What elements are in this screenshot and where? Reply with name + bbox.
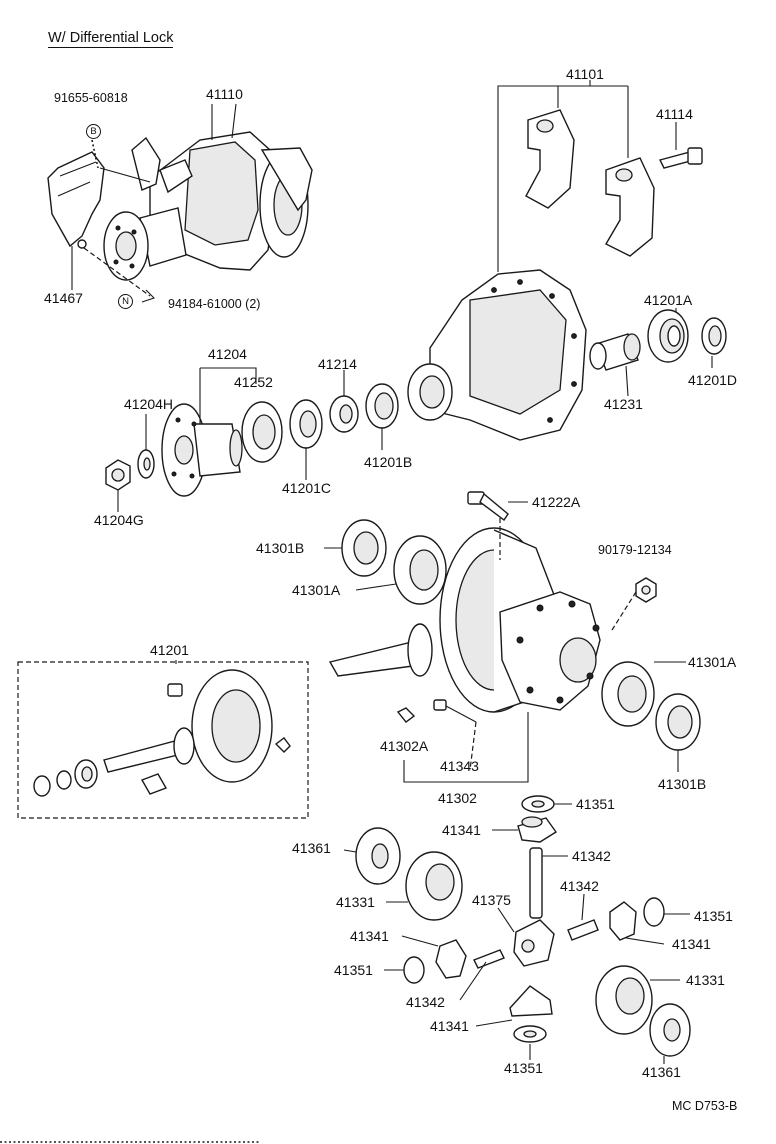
bearing-caps: [525, 109, 655, 257]
part-label-41252: 41252: [234, 374, 273, 390]
part-label-41302: 41302: [438, 790, 477, 806]
bolt-41343: [396, 699, 477, 723]
bearing-41201A: [647, 309, 689, 363]
side-gear-41331-right: [595, 965, 653, 1035]
part-label-41101: 41101: [566, 66, 604, 82]
ring-pinion-set-41201: [33, 669, 291, 797]
washer-41204H: [137, 449, 155, 479]
part-label-90179-12134: 90179-12134: [598, 543, 672, 557]
thrust-washer-41351-bottom: [513, 1025, 547, 1043]
bearing-41301-left: [341, 519, 447, 605]
nut-41204G: [105, 459, 131, 491]
bolt-marker-badge: B: [86, 122, 106, 139]
bolt-marker-icon: B: [86, 123, 101, 139]
pinion-41341-top: [517, 816, 558, 843]
part-label-41342-bottom: 41342: [406, 994, 445, 1010]
part-label-41204G: 41204G: [94, 512, 144, 528]
carrier-housing-41101: [407, 269, 587, 441]
bearing-41301-right: [601, 661, 701, 751]
part-label-41214: 41214: [318, 356, 357, 372]
part-label-41375: 41375: [472, 892, 511, 908]
pinion-41341-left: [435, 939, 467, 979]
bearing-race-41231: [589, 333, 641, 371]
part-label-41361-right: 41361: [642, 1064, 681, 1080]
ring-gear-and-case: [328, 527, 601, 713]
part-label-41204H: 41204H: [124, 396, 174, 412]
part-label-41301A-right: 41301A: [688, 654, 737, 670]
thrust-washer-41351-left: [403, 956, 425, 984]
part-label-41342-top: 41342: [572, 848, 611, 864]
nut-90179: [635, 577, 657, 603]
part-label-41341-top: 41341: [442, 822, 481, 838]
part-label-41301A-left: 41301A: [292, 582, 341, 598]
part-label-41110: 41110: [206, 86, 243, 102]
shaft-41342-vertical: [529, 847, 543, 919]
part-label-41201B: 41201B: [364, 454, 413, 470]
part-label-41351-top: 41351: [576, 796, 615, 812]
part-label-41343: 41343: [440, 758, 479, 774]
part-label-41361-left: 41361: [292, 840, 331, 856]
part-label-41301B-left: 41301B: [256, 540, 305, 556]
thrust-washer-41351-right: [643, 897, 665, 927]
shaft-41342-left: [473, 949, 505, 969]
side-gear-41331-left: [405, 851, 463, 921]
part-label-41302A: 41302A: [380, 738, 429, 754]
part-label-41201C: 41201C: [282, 480, 332, 496]
oil-seal-41252: [241, 401, 283, 463]
diagram-title: W/ Differential Lock: [48, 30, 174, 48]
part-label-41201: 41201: [150, 642, 189, 658]
part-label-41231: 41231: [604, 396, 643, 412]
part-label-41341-bottom: 41341: [430, 1018, 469, 1034]
part-label-91655-60818: 91655-60818: [54, 91, 128, 105]
seal-41201D: [701, 317, 727, 355]
part-label-41351-right: 41351: [694, 908, 733, 924]
part-label-94184-61000: 94184-61000 (2): [168, 297, 261, 311]
part-label-41351-left: 41351: [334, 962, 373, 978]
cross-block-41375: [513, 919, 555, 967]
thrust-washer-41351-top: [521, 795, 555, 813]
part-label-41201D: 41201D: [688, 372, 738, 388]
shaft-41342-right: [567, 919, 599, 941]
thrust-washer-41361-right: [649, 1003, 691, 1057]
ring-bolt-41222A: [467, 491, 509, 522]
part-label-41467: 41467: [44, 290, 83, 306]
part-label-41351-bottom: 41351: [504, 1060, 543, 1076]
part-label-41341-left: 41341: [350, 928, 389, 944]
part-label-41331-right: 41331: [686, 972, 725, 988]
cap-bolt-41114: [658, 147, 703, 169]
part-label-41342-mid: 41342: [560, 878, 599, 894]
bearing-41201B: [365, 383, 399, 429]
part-label-41301B-right: 41301B: [658, 776, 707, 792]
nut-marker-icon: N: [118, 293, 133, 309]
part-label-41222A: 41222A: [532, 494, 581, 510]
diagram-reference-code: MC D753-B: [672, 1099, 738, 1113]
thrust-washer-41361-left: [355, 827, 401, 885]
pinion-41341-bottom: [509, 985, 553, 1017]
part-label-41201A: 41201A: [644, 292, 693, 308]
part-label-41114: 41114: [656, 106, 693, 122]
part-label-41331-left: 41331: [336, 894, 375, 910]
nut-marker-badge: N: [118, 292, 138, 309]
differential-carrier-assembly: [47, 131, 313, 281]
part-label-41204: 41204: [208, 346, 247, 362]
spacer-41214: [329, 395, 359, 433]
part-label-41341-right: 41341: [672, 936, 711, 952]
pinion-41341-right: [609, 901, 637, 941]
bearing-41201C: [289, 399, 323, 449]
companion-flange-41204: [161, 403, 243, 497]
